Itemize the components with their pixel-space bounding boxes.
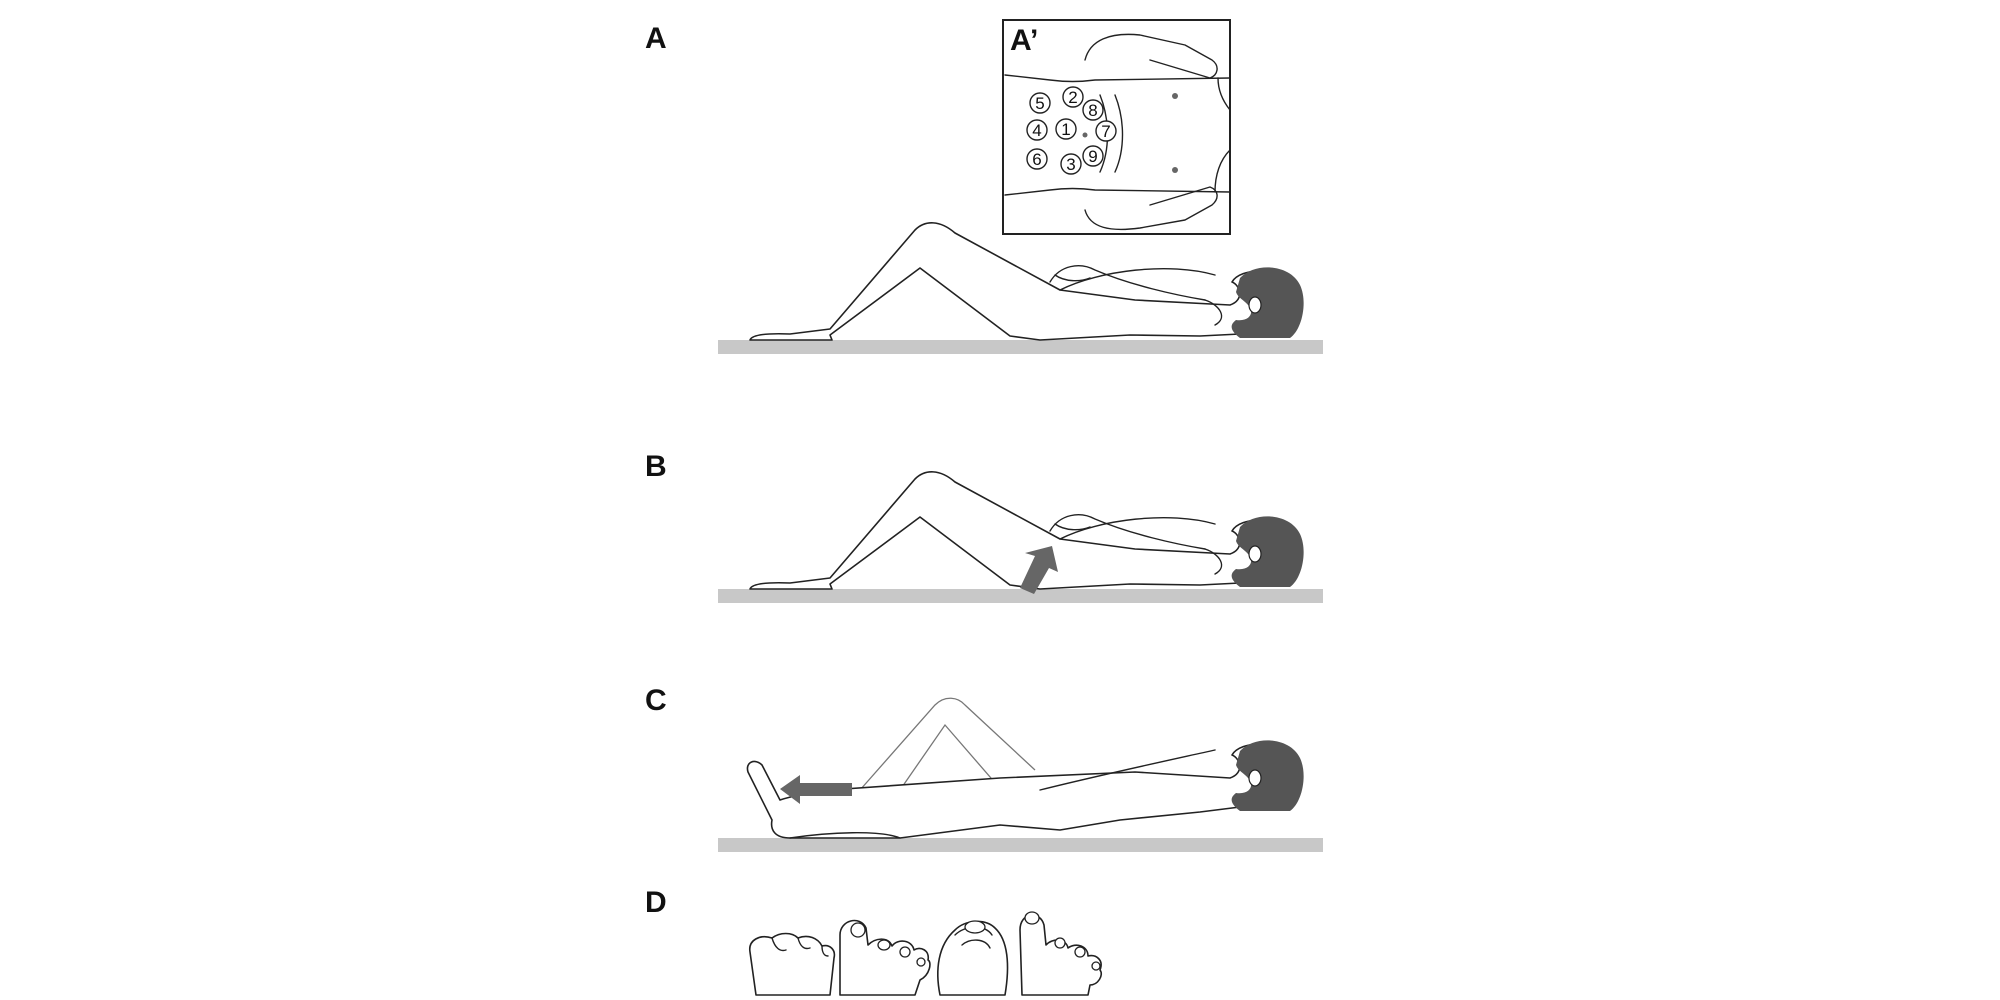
- panel-label-c: C: [645, 684, 667, 717]
- panel-a: A A’ 1 2: [645, 19, 1323, 354]
- extend-arrow: [780, 775, 852, 804]
- supine-figure-a: [749, 222, 1305, 341]
- panel-label-a: A: [645, 22, 667, 55]
- point-4: 4: [1026, 119, 1048, 141]
- svg-text:6: 6: [1032, 150, 1041, 169]
- svg-text:2: 2: [1068, 88, 1077, 107]
- svg-text:4: 4: [1032, 121, 1041, 140]
- table-b: [718, 589, 1323, 603]
- svg-text:5: 5: [1035, 94, 1044, 113]
- foot-toes-flexed: [937, 920, 1009, 996]
- point-7: 7: [1095, 120, 1117, 142]
- foot-toes-curled: [749, 932, 836, 996]
- panel-b: B: [645, 450, 1323, 603]
- point-8: 8: [1082, 99, 1104, 121]
- point-5: 5: [1029, 92, 1051, 114]
- hair-c: [1231, 740, 1304, 811]
- table-c: [718, 838, 1323, 852]
- point-1: 1: [1055, 118, 1077, 140]
- inset-a-prime: A’ 1 2 3: [1002, 19, 1231, 235]
- panel-label-b: B: [645, 450, 667, 483]
- table-a: [718, 340, 1323, 354]
- svg-text:3: 3: [1066, 155, 1075, 174]
- supine-figure-c: [746, 697, 1304, 839]
- foot-toes-spread: [839, 919, 931, 996]
- foot-toes-extended: [1019, 911, 1103, 996]
- point-9: 9: [1082, 145, 1104, 167]
- supine-figure-b: [749, 471, 1305, 590]
- panel-label-a-prime: A’: [1010, 24, 1038, 57]
- svg-text:1: 1: [1061, 120, 1070, 139]
- panel-c: C: [645, 684, 1323, 852]
- point-2: 2: [1062, 86, 1084, 108]
- lift-arrow: [1020, 546, 1058, 594]
- point-3: 3: [1060, 153, 1082, 175]
- svg-text:8: 8: [1088, 101, 1097, 120]
- point-6: 6: [1026, 148, 1048, 170]
- svg-text:7: 7: [1101, 122, 1110, 141]
- panel-d: D: [645, 886, 1103, 996]
- panel-label-d: D: [645, 886, 667, 919]
- svg-text:9: 9: [1088, 147, 1097, 166]
